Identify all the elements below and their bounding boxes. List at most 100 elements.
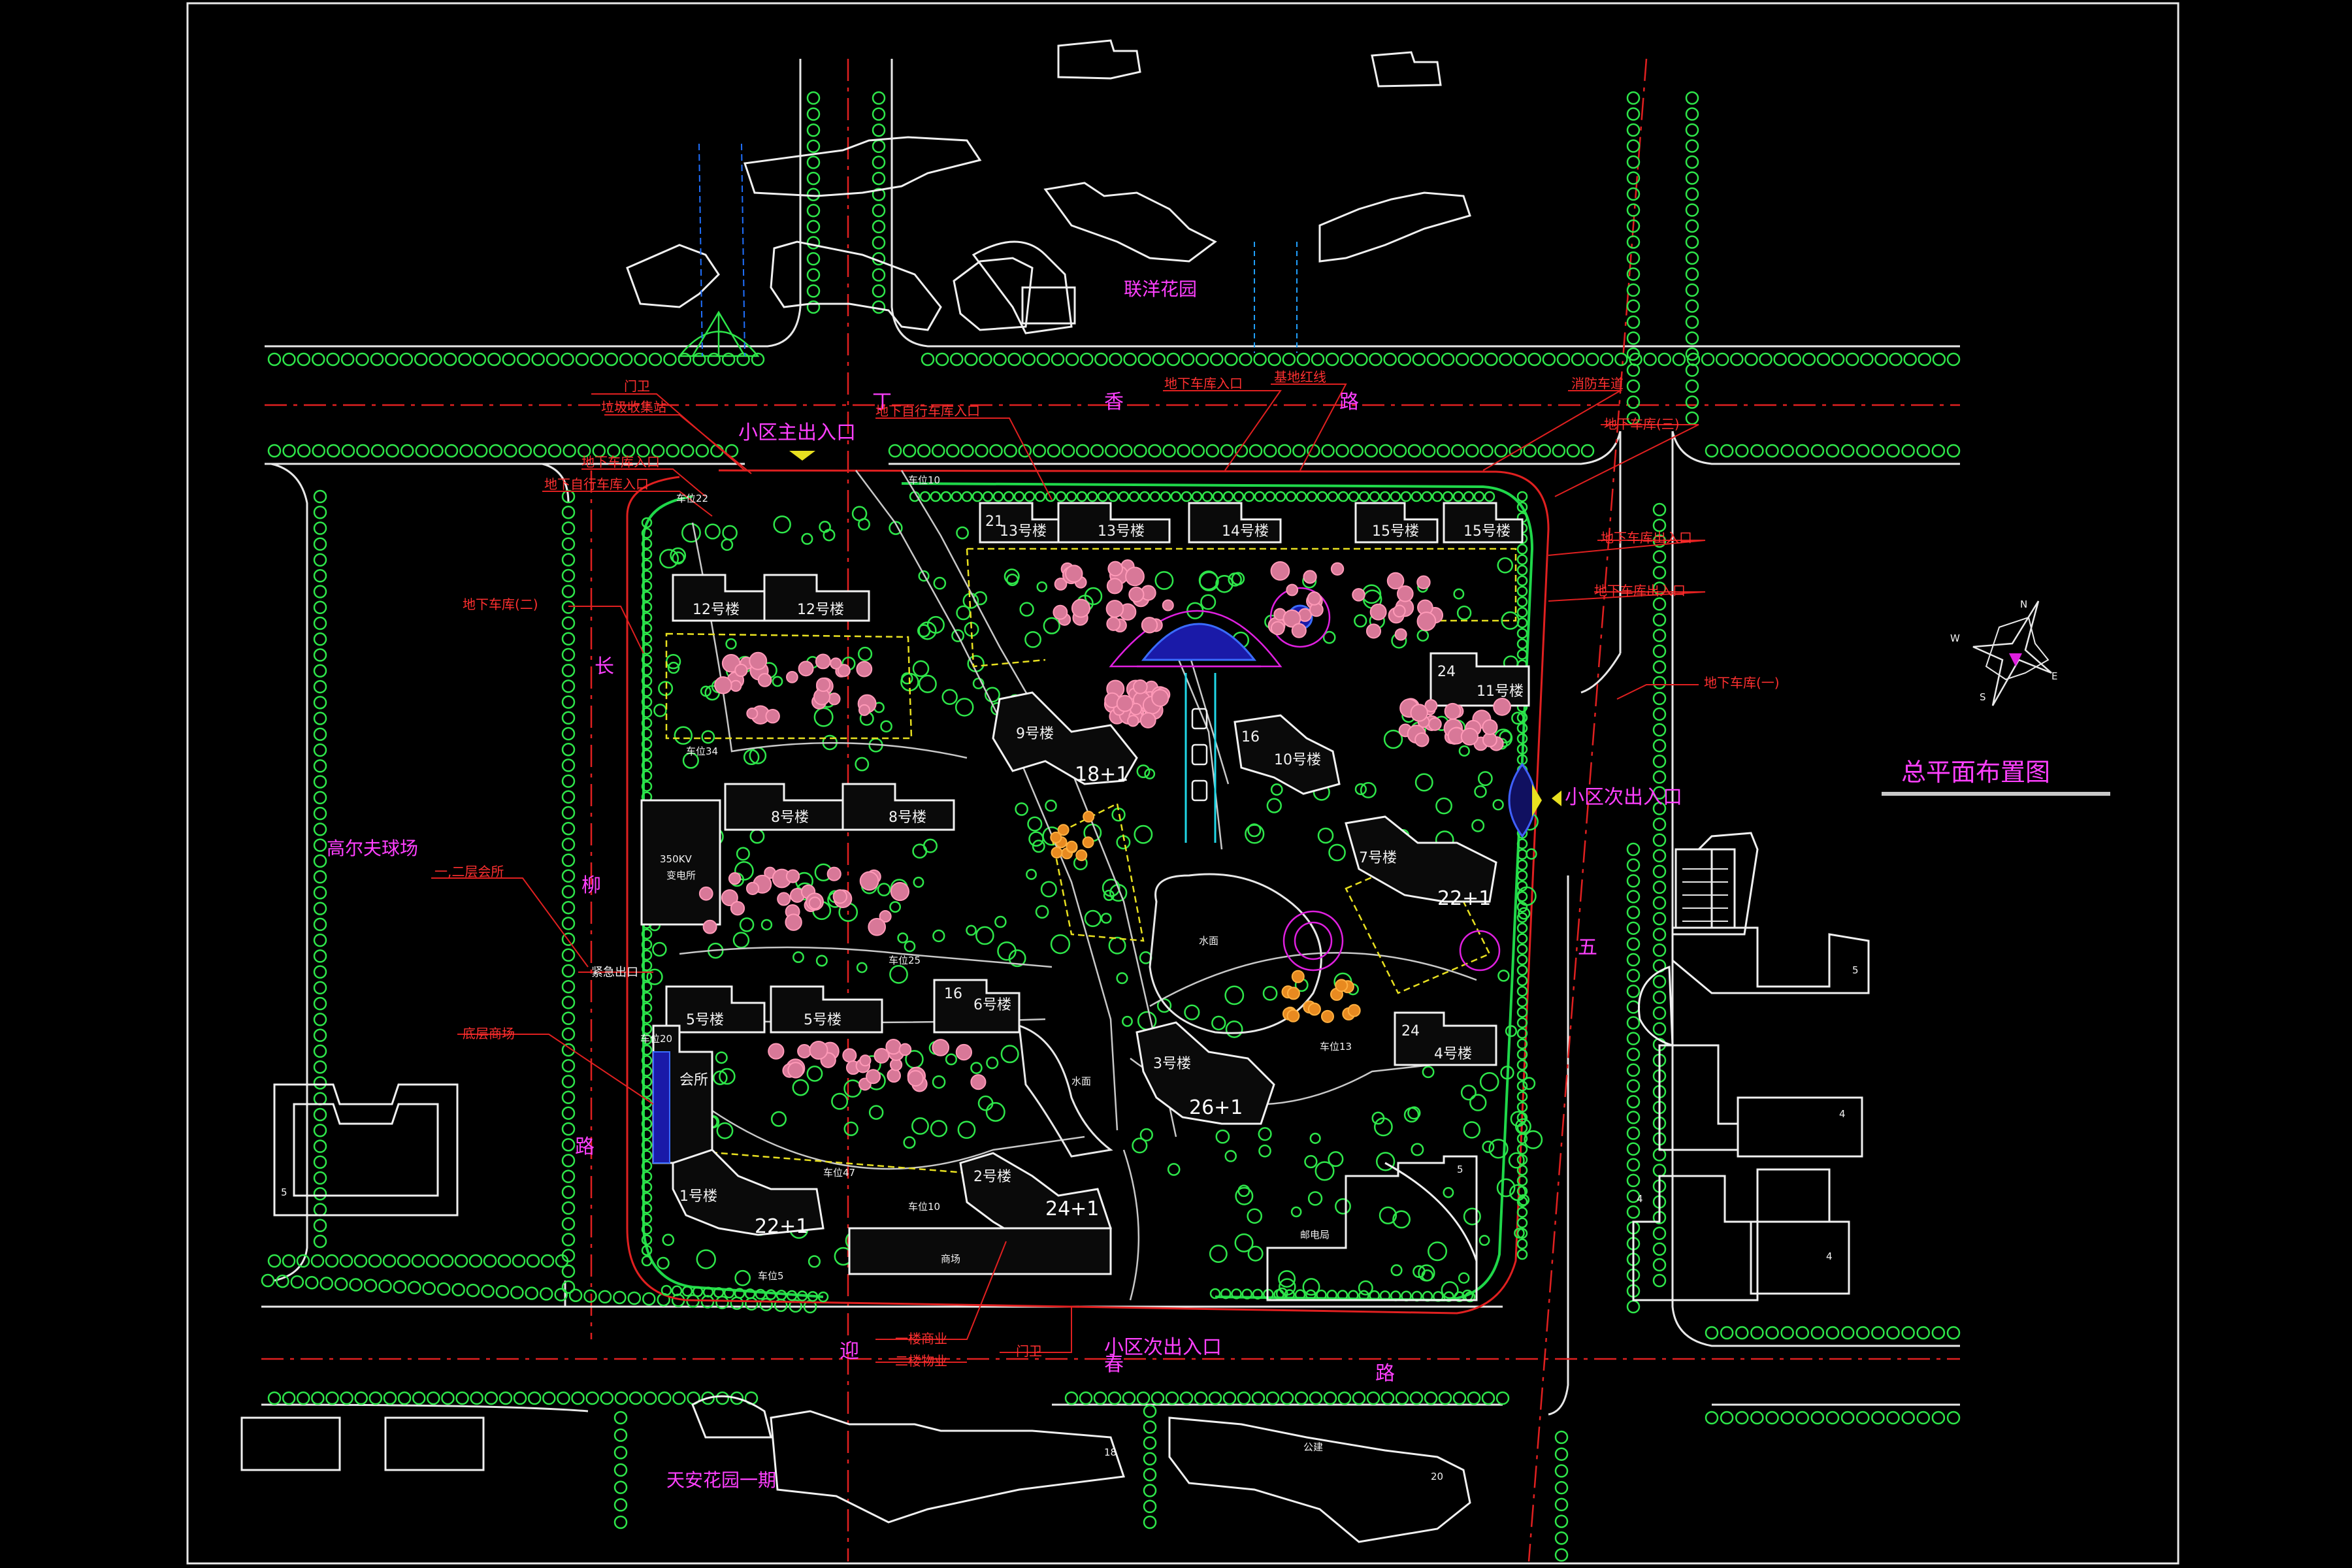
street-trees <box>261 91 1961 1562</box>
b7-label: 7号楼 <box>1359 850 1397 866</box>
b10-label: 10号楼 <box>1274 752 1321 768</box>
road-north-1: 丁 <box>872 391 892 414</box>
east-neighbor-buildings <box>1632 832 1870 1301</box>
road-west-1: 长 <box>595 655 614 678</box>
label-second-mgmt: 二楼物业 <box>895 1353 947 1369</box>
b10-floors: 16 <box>1241 729 1260 745</box>
building-7 <box>1345 815 1497 903</box>
building-15c <box>1354 502 1439 544</box>
b6-floors: 16 <box>944 986 962 1002</box>
building-14 <box>1188 502 1282 544</box>
water-features <box>1018 762 1542 1158</box>
b12b-label: 12号楼 <box>693 602 740 618</box>
entrance-south: 小区次出入口 <box>1104 1336 1222 1359</box>
plan-title: 总平面布置图 <box>1901 758 2050 787</box>
label-garage-exit-e2: 地下车库出入口 <box>1594 583 1686 598</box>
post-office-label: 邮电局 <box>1300 1229 1330 1241</box>
b14-label: 14号楼 <box>1222 523 1269 540</box>
lot-south-18: 18 <box>1104 1446 1117 1458</box>
road-south-3: 路 <box>1375 1362 1395 1385</box>
label-ground-shop: 一楼商业 <box>895 1331 947 1347</box>
neighbor-west-label: 高尔夫球场 <box>327 838 418 859</box>
lot-east-top: 5 <box>1852 964 1859 976</box>
b5b-label: 5号楼 <box>686 1012 724 1028</box>
neighbor-north-label: 联洋花园 <box>1124 278 1197 300</box>
label-garage-entry-n: 地下车库入口 <box>1164 376 1243 391</box>
lot-east-bot: 4 <box>1826 1250 1833 1262</box>
building-9 <box>992 691 1138 785</box>
b6-label: 6号楼 <box>973 997 1011 1013</box>
flower-beds <box>698 559 1511 1092</box>
b8c-label: 8号楼 <box>889 809 926 826</box>
label-fire-lane: 消防车道 <box>1571 376 1624 391</box>
label-garbage: 垃圾收集站 <box>601 399 666 415</box>
lot-post: 5 <box>1457 1164 1463 1175</box>
labels: 联洋花园 高尔夫球场 天安花园一期 邮电局 公建 总平面布置图 小区主出入口 小… <box>281 278 2057 1491</box>
b11-label: 11号楼 <box>1477 683 1524 700</box>
b13b-label: 13号楼 <box>1098 523 1145 540</box>
label-garage-entry-nw: 地下车库入口 <box>581 454 660 470</box>
post-office-area <box>1266 1155 1478 1301</box>
entrance-main: 小区主出入口 <box>738 421 856 444</box>
central-water-axis <box>1109 587 1331 843</box>
b3-label: 3号楼 <box>1153 1056 1191 1072</box>
drawing-frame <box>186 2 2180 1565</box>
label-garage-3: 地下车库(三) <box>1604 416 1680 432</box>
lot-south-20: 20 <box>1431 1471 1443 1482</box>
building-6 <box>933 979 1021 1034</box>
parking-47: 车位47 <box>823 1167 855 1179</box>
south-neighbor-buildings <box>240 1395 1471 1543</box>
building-1 <box>672 1149 825 1236</box>
label-red-line: 基地红线 <box>1274 369 1326 385</box>
lot-east-mid: 4 <box>1839 1108 1846 1120</box>
b7-floors: 22+1 <box>1437 887 1491 910</box>
lot-east-low: 4 <box>1637 1193 1643 1205</box>
shopping-mall <box>848 1227 1112 1275</box>
building-8c <box>841 783 955 831</box>
road-west-2: 柳 <box>581 874 601 897</box>
building-5c <box>770 985 883 1034</box>
label-bike-garage-n: 地下自行车库入口 <box>875 403 980 419</box>
compass-s: S <box>1980 691 1986 703</box>
parking-20: 车位20 <box>640 1033 672 1045</box>
b1-floors: 22+1 <box>755 1215 808 1238</box>
parking-22: 车位22 <box>676 493 708 504</box>
b1-label: 1号楼 <box>679 1188 717 1205</box>
label-bike-garage-nw: 地下自行车库入口 <box>544 476 649 492</box>
label-guard-south: 门卫 <box>1016 1343 1042 1359</box>
parking-10-north: 车位10 <box>908 474 940 486</box>
site-red-line <box>626 469 1550 1315</box>
b11-floors: 24 <box>1437 664 1456 680</box>
east-entrance-marker <box>1552 791 1561 806</box>
north-neighbor-buildings <box>626 39 1471 357</box>
water-label-1: 水面 <box>1199 935 1218 947</box>
road-network <box>261 58 1960 1562</box>
label-emergency-exit: 紧急出口 <box>591 966 638 979</box>
compass-w: W <box>1950 632 1960 644</box>
parking-10-south: 车位10 <box>908 1201 940 1213</box>
b12c-label: 12号楼 <box>797 602 844 618</box>
parking-34: 车位34 <box>686 745 718 757</box>
building-10 <box>1233 714 1341 795</box>
site-green-edge-west <box>642 495 824 1298</box>
substation <box>640 799 721 926</box>
annotation-leaders <box>431 384 1706 1363</box>
lot-west: 5 <box>281 1186 287 1198</box>
b13c-label: 13号楼 <box>1000 523 1047 540</box>
building-4 <box>1394 1011 1497 1066</box>
clubhouse-label: 会所 <box>679 1072 708 1088</box>
label-guard-north: 门卫 <box>624 378 650 394</box>
compass-n: N <box>2020 598 2027 610</box>
entrance-east: 小区次出入口 <box>1565 786 1682 809</box>
b8b-label: 8号楼 <box>771 809 809 826</box>
building-12c <box>763 574 870 622</box>
b2-floors: 24+1 <box>1045 1198 1099 1220</box>
public-building-label: 公建 <box>1303 1441 1323 1453</box>
neighbor-south-label: 天安花园一期 <box>666 1469 776 1491</box>
b5c-label: 5号楼 <box>804 1012 841 1028</box>
b4-label: 4号楼 <box>1434 1046 1472 1062</box>
main-entrance-marker <box>789 451 815 461</box>
road-east-1: 五 <box>1578 936 1597 959</box>
parking-13: 车位13 <box>1320 1041 1352 1053</box>
